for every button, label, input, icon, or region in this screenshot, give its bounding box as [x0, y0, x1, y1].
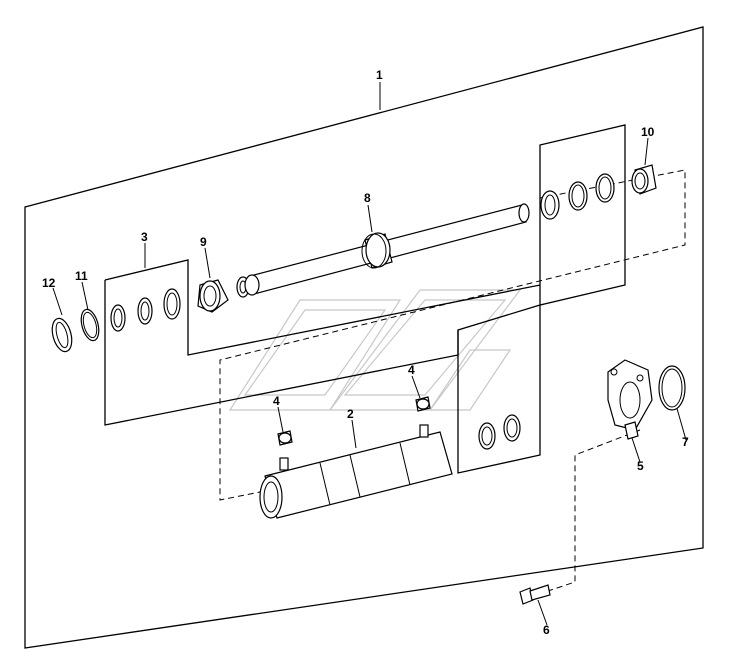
watermark — [228, 289, 522, 411]
o-ring-7 — [658, 365, 686, 411]
seal-set-3 — [110, 288, 181, 332]
plug-4a — [277, 430, 293, 446]
rod-seals-right — [540, 173, 615, 220]
bushing-10 — [631, 164, 657, 195]
gland-9 — [197, 276, 250, 313]
dash-line-rod — [219, 169, 686, 501]
barrel-seals — [478, 414, 521, 450]
callout-1: 1 — [376, 68, 383, 82]
callout-5: 5 — [637, 459, 644, 473]
callout-7: 7 — [682, 435, 689, 449]
callout-4a: 4 — [273, 394, 280, 408]
o-ring-11 — [80, 308, 100, 342]
seal-kit-frame-left — [104, 280, 459, 426]
flange-5 — [607, 359, 653, 440]
seal-kit-frame — [104, 124, 626, 474]
dash-line-flange — [544, 429, 641, 593]
plug-4b — [415, 396, 431, 412]
bolt-6 — [519, 584, 551, 605]
callout-2: 2 — [347, 407, 354, 421]
callout-11: 11 — [75, 269, 88, 283]
callout-6: 6 — [543, 623, 550, 637]
callout-10: 10 — [641, 125, 655, 139]
leader-lines — [52, 82, 687, 626]
assembly-frame — [24, 26, 704, 649]
callout-9: 9 — [200, 235, 207, 249]
callout-3: 3 — [141, 230, 148, 244]
callout-4b: 4 — [408, 363, 415, 377]
barrel-2 — [259, 424, 453, 519]
piston-rod-8 — [244, 203, 530, 296]
callout-12: 12 — [42, 276, 56, 290]
callout-8: 8 — [364, 191, 371, 205]
snap-ring-12 — [51, 317, 73, 353]
